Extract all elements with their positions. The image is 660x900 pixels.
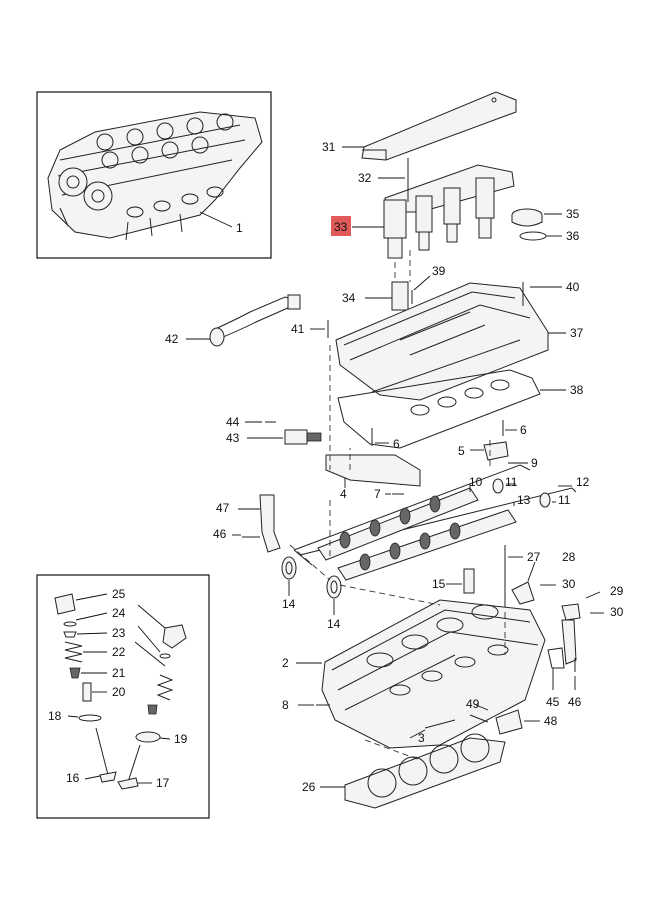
part-bracket: 47 46 — [213, 494, 281, 553]
callout-14b: 14 — [327, 617, 341, 631]
callout-11b: 11 — [558, 493, 571, 507]
callout-9: 9 — [531, 456, 538, 470]
callout-2: 2 — [282, 656, 289, 670]
assembly-guide-lines — [289, 250, 506, 761]
callout-6b: 6 — [520, 423, 527, 437]
callout-8: 8 — [282, 698, 289, 712]
callout-1: 1 — [236, 221, 243, 235]
callout-35: 35 — [566, 207, 580, 221]
callout-43: 43 — [226, 431, 240, 445]
part-camshaft-cover: 40 37 41 — [291, 280, 584, 401]
callout-3: 3 — [418, 731, 425, 745]
part-sensors: 15 27 28 30 29 30 — [432, 545, 624, 665]
callout-15: 15 — [432, 577, 446, 591]
callout-30a: 30 — [562, 577, 576, 591]
callout-34: 34 — [342, 291, 356, 305]
callout-4: 4 — [340, 487, 347, 501]
part-camshafts: 9 12 10 11 13 11 — [293, 456, 590, 581]
part-seals: 14 14 — [281, 556, 342, 631]
callout-25: 25 — [112, 587, 126, 601]
callout-17: 17 — [156, 776, 170, 790]
callout-40: 40 — [566, 280, 580, 294]
part-boot: 34 39 — [342, 264, 446, 311]
part-cover-gasket: 38 — [337, 369, 584, 449]
callout-18: 18 — [48, 709, 62, 723]
callout-27: 27 — [527, 550, 541, 564]
callout-11a: 11 — [505, 475, 518, 489]
callout-10: 10 — [469, 475, 483, 489]
callout-49: 49 — [466, 697, 480, 711]
callout-42: 42 — [165, 332, 179, 346]
callout-28: 28 — [562, 550, 576, 564]
callout-24: 24 — [112, 606, 126, 620]
callout-36: 36 — [566, 229, 580, 243]
callout-13: 13 — [517, 493, 531, 507]
callout-21: 21 — [112, 666, 126, 680]
callout-31: 31 — [322, 140, 336, 154]
callout-23: 23 — [112, 626, 126, 640]
callout-48: 48 — [544, 714, 558, 728]
callout-20: 20 — [112, 685, 126, 699]
callout-19: 19 — [174, 732, 188, 746]
callout-33: 33 — [334, 220, 348, 234]
inset-assembly-view: 1 — [36, 91, 272, 259]
callout-5: 5 — [458, 444, 465, 458]
callout-38: 38 — [570, 383, 584, 397]
callout-46a: 46 — [213, 527, 227, 541]
callout-26: 26 — [302, 780, 316, 794]
callout-30b: 30 — [610, 605, 624, 619]
inset-valve-train: 25 24 23 22 21 20 19 18 — [36, 574, 210, 819]
callout-14a: 14 — [282, 597, 296, 611]
callout-32: 32 — [358, 171, 372, 185]
callout-7: 7 — [374, 487, 381, 501]
callout-12: 12 — [576, 475, 590, 489]
callout-39: 39 — [432, 264, 446, 278]
part-breather-hose: 42 — [165, 294, 301, 347]
callout-41: 41 — [291, 322, 305, 336]
callout-46b: 46 — [568, 695, 582, 709]
part-cylinder-head: 2 8 45 46 49 48 3 — [282, 599, 582, 749]
part-cover: 31 — [322, 91, 517, 161]
callout-6a: 6 — [393, 437, 400, 451]
part-oil-cap: 35 36 — [511, 207, 580, 243]
callout-44: 44 — [226, 415, 240, 429]
callout-33-highlight — [331, 216, 351, 236]
callout-45: 45 — [546, 695, 560, 709]
part-ignition-coil: 32 33 — [331, 158, 515, 259]
callout-47: 47 — [216, 501, 230, 515]
part-head-gasket: 26 — [302, 733, 506, 809]
callout-29: 29 — [610, 584, 624, 598]
callout-16: 16 — [66, 771, 80, 785]
callout-37: 37 — [570, 326, 584, 340]
callout-22: 22 — [112, 645, 126, 659]
